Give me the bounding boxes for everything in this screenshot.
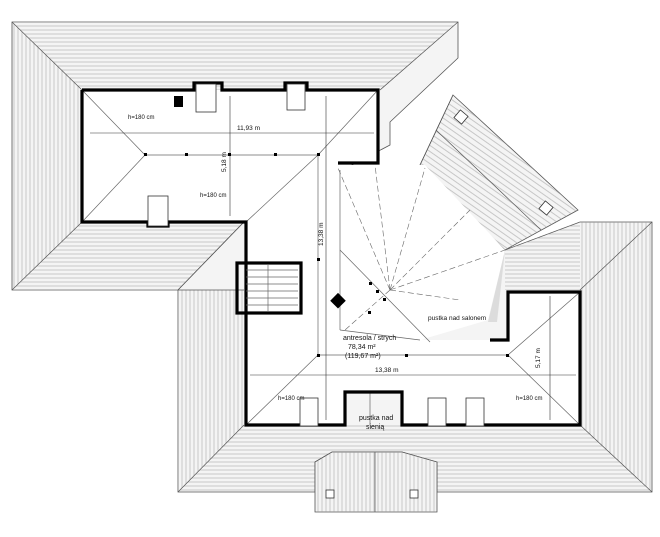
chimney [465, 397, 485, 427]
stairs [246, 265, 298, 311]
dimension-label: 13,38 m [375, 367, 399, 374]
room-name: antresola / strych [343, 335, 396, 342]
height-note: h=180 cm [200, 193, 227, 199]
chimney [427, 397, 447, 427]
dimension-lines [90, 96, 576, 420]
dimension-label: 5,17 m [535, 348, 542, 368]
void-label-salon: pustka nad salonem [428, 315, 486, 322]
interior-area [82, 90, 580, 425]
vent-marker [330, 292, 346, 309]
height-note: h=180 cm [278, 396, 305, 402]
dimension-label: 11,93 m [237, 125, 260, 132]
stairwell [235, 261, 303, 315]
chimney [195, 83, 217, 113]
chimney [299, 397, 319, 427]
void-shading [488, 250, 505, 322]
labels: h=180 cm 11,93 m 5,18 m h=180 cm 13,38 m… [128, 115, 543, 431]
void-label-hall: sienią [366, 424, 384, 431]
dimension-label: 5,18 m [221, 152, 228, 172]
dimension-label: 13,38 m [318, 223, 325, 247]
height-note: h=180 cm [128, 115, 155, 121]
room-area-total: (119,67 m²) [345, 353, 381, 360]
roof-projection-lines [81, 89, 581, 426]
vent-marker [174, 96, 183, 107]
roof-porch [314, 451, 438, 513]
room-area: 78,34 m² [348, 344, 376, 351]
chimney [147, 195, 169, 227]
chimneys [147, 83, 485, 427]
void-label-hall: pustka nad [359, 415, 393, 422]
height-note: h=180 cm [516, 396, 543, 402]
chimney [286, 83, 306, 111]
